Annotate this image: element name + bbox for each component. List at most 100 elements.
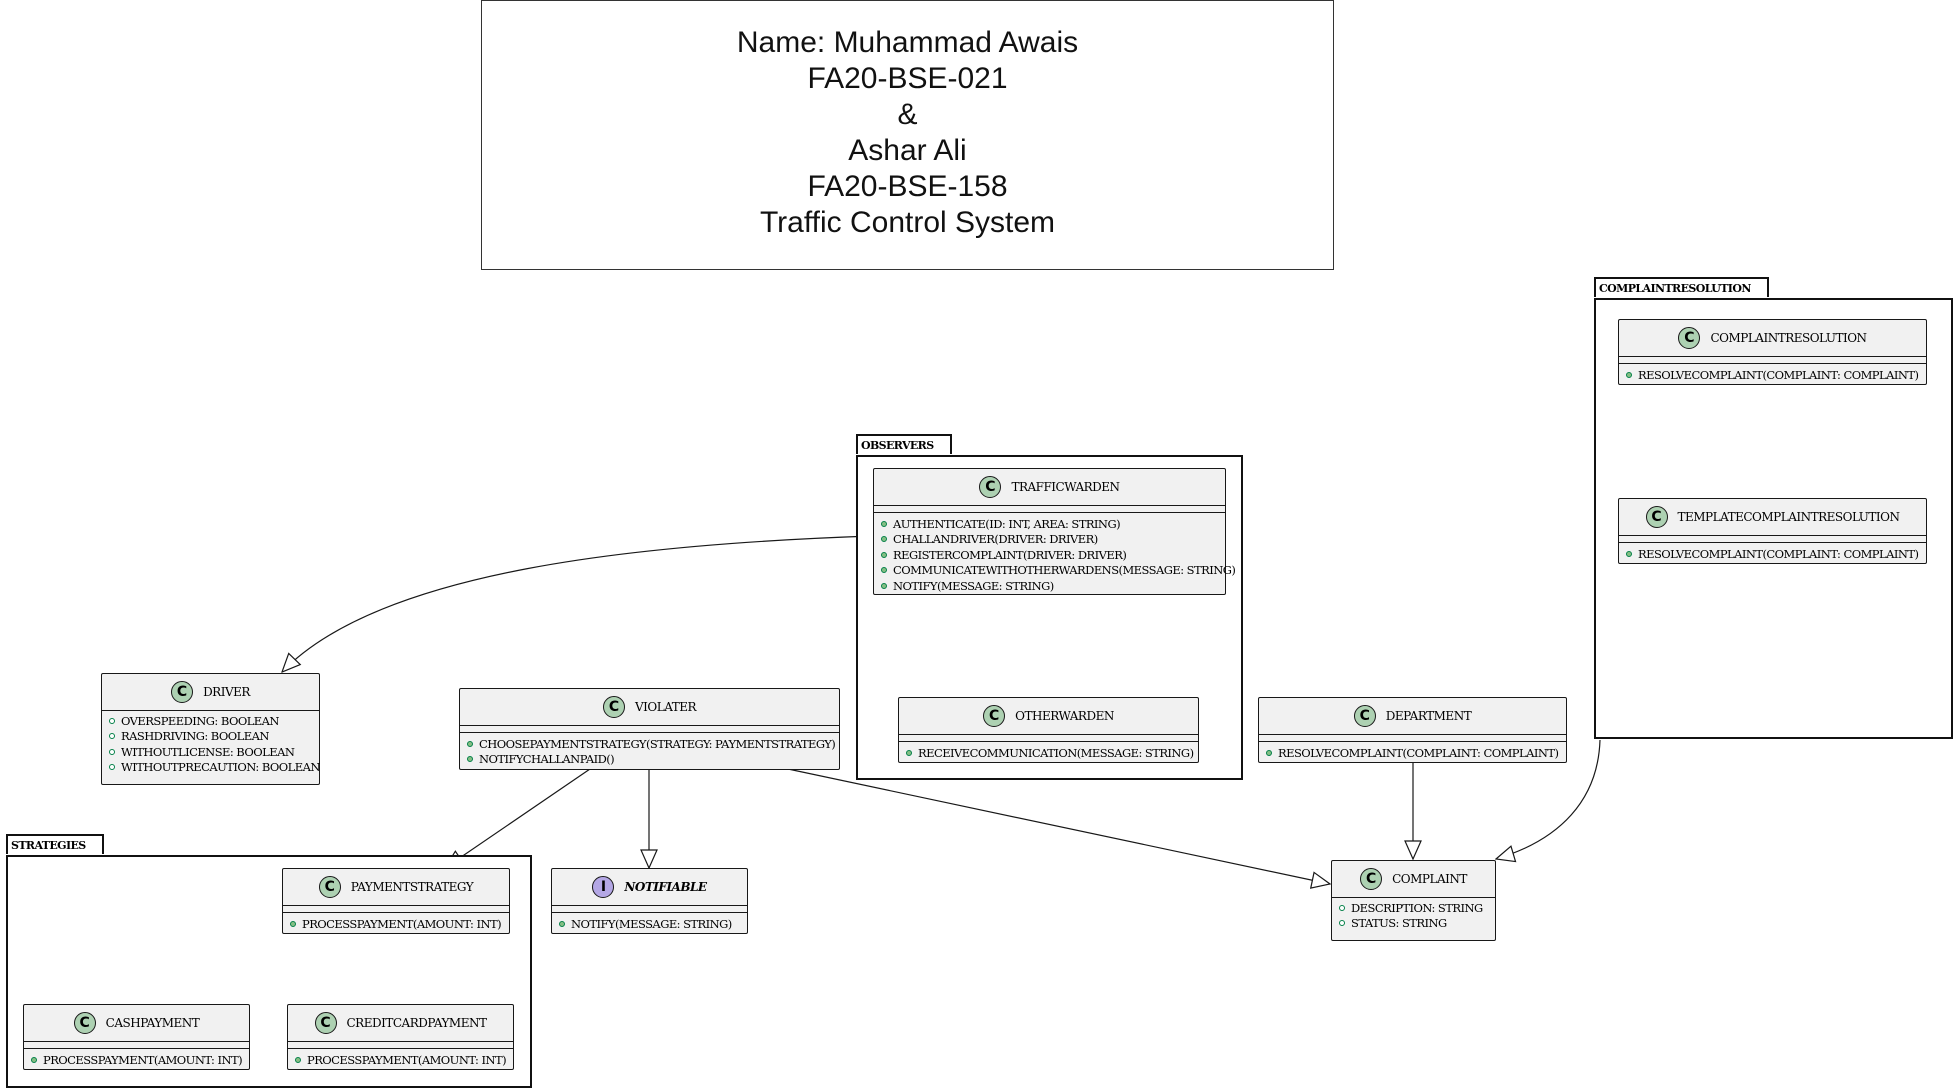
package-tab-strategies: STRATEGIES	[6, 834, 104, 854]
field: DESCRIPTION: STRING	[1339, 900, 1491, 916]
public-method-icon	[906, 749, 912, 756]
title-line: Traffic Control System	[759, 206, 1056, 239]
method-signature: CHALLANDRIVER(DRIVER: DRIVER)	[893, 532, 1098, 547]
class-templatecomplaintresolution[interactable]: C TEMPLATECOMPLAINTRESOLUTION RESOLVECOM…	[1618, 498, 1927, 564]
class-trafficwarden[interactable]: C TRAFFICWARDEN AUTHENTICATE(ID: INT, AR…	[873, 468, 1236, 595]
methods-compartment: PROCESSPAYMENT(AMOUNT: INT)	[283, 913, 509, 935]
method-signature: RESOLVECOMPLAINT(COMPLAINT: COMPLAINT)	[1638, 546, 1919, 561]
class-header: C VIOLATER	[460, 689, 839, 726]
method-signature: PROCESSPAYMENT(AMOUNT: INT)	[43, 1052, 243, 1067]
class-name: OTHERWARDEN	[1015, 709, 1114, 723]
field: WITHOUTPRECAUTION: BOOLEAN	[109, 760, 320, 776]
class-complaintresolution[interactable]: C COMPLAINTRESOLUTION RESOLVECOMPLAINT(C…	[1618, 319, 1927, 385]
package-tab-complaintresolution: COMPLAINTRESOLUTION	[1594, 277, 1769, 297]
method: RESOLVECOMPLAINT(COMPLAINT: COMPLAINT)	[1626, 367, 1922, 383]
title-line: Name: Muhammad Awais	[736, 26, 1079, 59]
class-name: TEMPLATECOMPLAINTRESOLUTION	[1677, 510, 1901, 524]
public-method-icon	[1626, 550, 1632, 557]
class-name: CASHPAYMENT	[105, 1016, 200, 1030]
method-signature: AUTHENTICATE(ID: INT, AREA: STRING)	[893, 516, 1121, 531]
class-badge-icon: C	[1645, 506, 1668, 528]
methods-compartment: RECEIVECOMMUNICATION(MESSAGE: STRING)	[899, 742, 1198, 764]
method: NOTIFY(MESSAGE: STRING)	[559, 916, 743, 932]
field-signature: STATUS: STRING	[1351, 916, 1447, 931]
field-signature: OVERSPEEDING: BOOLEAN	[121, 713, 279, 728]
class-badge-icon: C	[1353, 705, 1376, 727]
class-header: C DEPARTMENT	[1259, 698, 1566, 735]
method: NOTIFY(MESSAGE: STRING)	[881, 578, 1221, 594]
class-header: I NOTIFIABLE	[552, 869, 747, 906]
class-header: C TRAFFICWARDEN	[874, 469, 1225, 506]
edge-trafficwarden-driver	[282, 535, 873, 672]
public-method-icon	[881, 567, 887, 574]
class-badge-icon: C	[1360, 868, 1383, 890]
method: PROCESSPAYMENT(AMOUNT: INT)	[31, 1052, 245, 1068]
fields-compartment	[874, 506, 1225, 513]
class-badge-icon: C	[73, 1012, 96, 1034]
interface-notifiable[interactable]: I NOTIFIABLE NOTIFY(MESSAGE: STRING)	[551, 868, 748, 934]
fields-compartment: DESCRIPTION: STRING STATUS: STRING	[1332, 898, 1495, 934]
method: PROCESSPAYMENT(AMOUNT: INT)	[295, 1052, 509, 1068]
class-otherwarden[interactable]: C OTHERWARDEN RECEIVECOMMUNICATION(MESSA…	[898, 697, 1199, 763]
public-method-icon	[467, 740, 473, 747]
class-badge-icon: C	[171, 681, 194, 703]
class-violater[interactable]: C VIOLATER CHOOSEPAYMENTSTRATEGY(STRATEG…	[459, 688, 840, 770]
method: RECEIVECOMMUNICATION(MESSAGE: STRING)	[906, 745, 1194, 761]
class-badge-icon: C	[983, 705, 1006, 727]
method-signature: NOTIFYCHALLANPAID()	[479, 752, 615, 767]
public-method-icon	[559, 920, 565, 927]
field-visibility-icon	[109, 733, 115, 740]
method: AUTHENTICATE(ID: INT, AREA: STRING)	[881, 516, 1221, 532]
class-name: VIOLATER	[634, 700, 697, 714]
method-signature: PROCESSPAYMENT(AMOUNT: INT)	[302, 916, 502, 931]
interface-badge-icon: I	[592, 876, 615, 898]
class-department[interactable]: C DEPARTMENT RESOLVECOMPLAINT(COMPLAINT:…	[1258, 697, 1567, 763]
class-header: C TEMPLATECOMPLAINTRESOLUTION	[1619, 499, 1926, 536]
class-creditcardpayment[interactable]: C CREDITCARDPAYMENT PROCESSPAYMENT(AMOUN…	[287, 1004, 514, 1070]
field: STATUS: STRING	[1339, 916, 1491, 932]
title-line: Ashar Ali	[848, 134, 967, 167]
class-badge-icon: C	[1678, 327, 1701, 349]
title-box: Name: Muhammad Awais FA20-BSE-021 & Asha…	[481, 0, 1334, 270]
fields-compartment: OVERSPEEDING: BOOLEAN RASHDRIVING: BOOLE…	[102, 711, 320, 778]
class-paymentstrategy[interactable]: C PAYMENTSTRATEGY PROCESSPAYMENT(AMOUNT:…	[282, 868, 510, 934]
methods-compartment: PROCESSPAYMENT(AMOUNT: INT)	[288, 1049, 513, 1071]
method: CHALLANDRIVER(DRIVER: DRIVER)	[881, 532, 1221, 548]
public-method-icon	[290, 920, 296, 927]
class-header: C PAYMENTSTRATEGY	[283, 869, 509, 906]
method: PROCESSPAYMENT(AMOUNT: INT)	[290, 916, 505, 932]
field-signature: WITHOUTLICENSE: BOOLEAN	[121, 744, 295, 759]
class-name: DRIVER	[203, 685, 250, 699]
class-driver[interactable]: C DRIVER OVERSPEEDING: BOOLEAN RASHDRIVI…	[101, 673, 320, 785]
fields-compartment	[1259, 735, 1566, 742]
methods-compartment: CHOOSEPAYMENTSTRATEGY(STRATEGY: PAYMENTS…	[460, 733, 839, 770]
method-signature: NOTIFY(MESSAGE: STRING)	[571, 916, 732, 931]
class-cashpayment[interactable]: C CASHPAYMENT PROCESSPAYMENT(AMOUNT: INT…	[23, 1004, 250, 1070]
field: WITHOUTLICENSE: BOOLEAN	[109, 744, 315, 760]
fields-compartment	[288, 1042, 513, 1049]
public-method-icon	[1266, 749, 1272, 756]
methods-compartment: RESOLVECOMPLAINT(COMPLAINT: COMPLAINT)	[1619, 543, 1926, 565]
class-complaint[interactable]: C COMPLAINT DESCRIPTION: STRING STATUS: …	[1331, 860, 1496, 941]
edge-violater-paymentstrategy	[445, 768, 591, 868]
edge-violater-complaint	[787, 768, 1330, 884]
class-name: COMPLAINTRESOLUTION	[1710, 331, 1867, 345]
method: CHOOSEPAYMENTSTRATEGY(STRATEGY: PAYMENTS…	[467, 736, 836, 752]
methods-compartment: RESOLVECOMPLAINT(COMPLAINT: COMPLAINT)	[1619, 364, 1926, 386]
fields-compartment	[1619, 357, 1926, 364]
public-method-icon	[881, 536, 887, 543]
package-tab-observers: OBSERVERS	[856, 434, 952, 454]
field: RASHDRIVING: BOOLEAN	[109, 729, 315, 745]
class-name: NOTIFIABLE	[624, 880, 707, 894]
class-name: PAYMENTSTRATEGY	[350, 880, 474, 894]
class-badge-icon: C	[314, 1012, 337, 1034]
public-method-icon	[881, 551, 887, 558]
method: NOTIFYCHALLANPAID()	[467, 752, 835, 768]
method-signature: PROCESSPAYMENT(AMOUNT: INT)	[307, 1052, 507, 1067]
method-signature: RESOLVECOMPLAINT(COMPLAINT: COMPLAINT)	[1638, 367, 1919, 382]
title-lines: Name: Muhammad Awais FA20-BSE-021 & Asha…	[482, 25, 1333, 241]
public-method-icon	[31, 1056, 37, 1063]
method-signature: REGISTERCOMPLAINT(DRIVER: DRIVER)	[893, 547, 1127, 562]
class-header: C CASHPAYMENT	[24, 1005, 249, 1042]
method-signature: RECEIVECOMMUNICATION(MESSAGE: STRING)	[918, 745, 1194, 760]
